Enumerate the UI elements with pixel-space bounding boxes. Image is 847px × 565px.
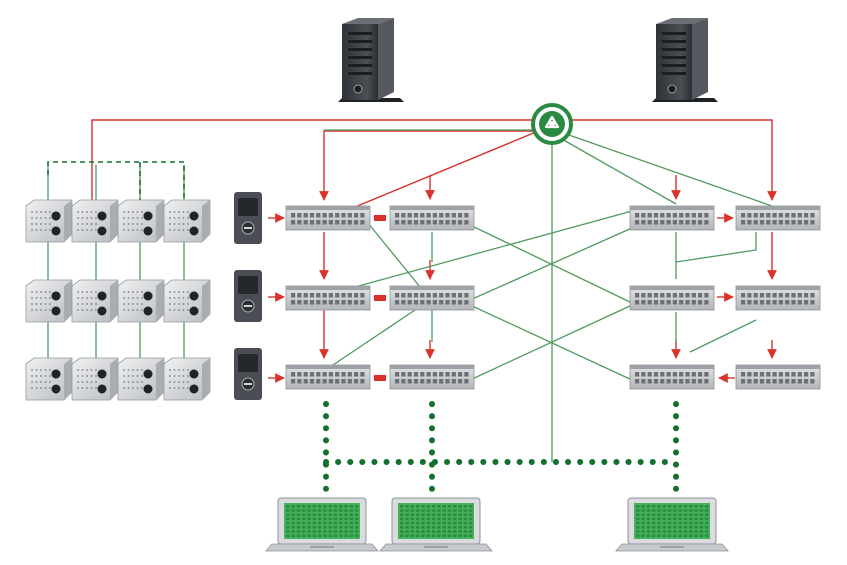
camera-unit-icon (25, 279, 73, 323)
laptop-bus (323, 401, 679, 499)
red-link-hub-to-camera-grid (91, 119, 536, 204)
network-switch-icon (735, 364, 821, 390)
card-reader-icon (234, 270, 262, 322)
camera-unit-icon (117, 199, 165, 243)
network-switch-icon (285, 364, 371, 390)
camera-unit-icon (71, 199, 119, 243)
recycle-hub-icon (531, 103, 573, 145)
green-link-x2 (469, 227, 633, 301)
camera-unit-icon (25, 357, 73, 401)
camera-unit-icon (163, 357, 211, 401)
camera-unit-icon (117, 279, 165, 323)
network-switch-icon (629, 285, 715, 311)
network-switch-icon (285, 285, 371, 311)
laptop-group (265, 497, 729, 552)
red-link-hub-to-switch-r1c1 (319, 130, 536, 201)
network-switch-icon (629, 364, 715, 390)
network-switch-icon (389, 285, 475, 311)
network-switch-icon (735, 285, 821, 311)
red-bridge-row3 (374, 375, 386, 381)
card-reader-icon (234, 192, 262, 244)
network-switch-icon (735, 205, 821, 231)
network-switch-icon (389, 205, 475, 231)
camera-group (25, 199, 211, 401)
switch-group (285, 205, 821, 390)
red-bridge-row2 (374, 295, 386, 301)
camera-unit-icon (163, 279, 211, 323)
red-link-hub-to-right-switch (568, 119, 777, 201)
red-bridge-row1 (374, 215, 386, 221)
camera-unit-icon (71, 357, 119, 401)
red-link-hub-to-switch-r1c2 (354, 131, 537, 208)
network-switch-icon (285, 205, 371, 231)
camera-unit-icon (25, 199, 73, 243)
laptop-icon (379, 497, 493, 552)
red-bridge-bars (374, 215, 386, 381)
green-link-r1c4-to-r2c3 (675, 232, 757, 279)
server-tower-icon (338, 18, 404, 102)
camera-unit-icon (71, 279, 119, 323)
green-link-x5 (354, 210, 633, 288)
laptop-icon (615, 497, 729, 552)
reader-group (234, 192, 262, 400)
green-link-x4 (469, 304, 633, 381)
red-links (91, 119, 777, 383)
laptop-icon (265, 497, 379, 552)
green-link-r2c4-to-r3c3 (689, 319, 757, 353)
camera-unit-icon (117, 357, 165, 401)
cam-wire-top-dashed (47, 161, 185, 200)
green-link-hub-right-diag (565, 133, 773, 207)
network-switch-icon (629, 205, 715, 231)
green-link-hub-r1c3 (559, 137, 677, 205)
card-reader-icon (234, 348, 262, 400)
green-link-x6 (329, 309, 416, 368)
camera-unit-icon (163, 199, 211, 243)
network-switch-icon (389, 364, 475, 390)
server-tower-icon (652, 18, 718, 102)
